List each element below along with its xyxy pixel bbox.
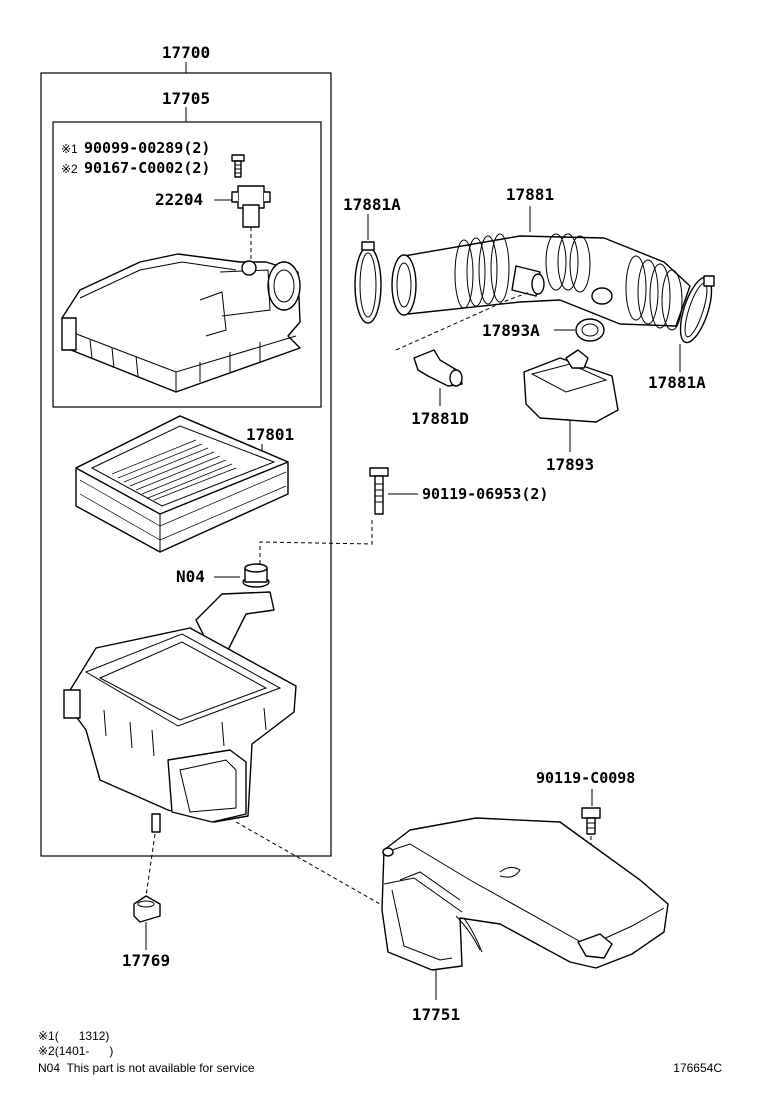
note-1: ※1( 1312) xyxy=(38,1029,109,1043)
resonator-part xyxy=(523,349,619,423)
figure-id: 176654C xyxy=(673,1061,722,1075)
label-17881A-left: 17881A xyxy=(343,195,401,214)
sensor-part xyxy=(231,185,271,228)
grommet-part xyxy=(133,895,161,923)
label-22204: 22204 xyxy=(155,190,203,209)
note-2: ※2(1401- ) xyxy=(38,1044,113,1058)
label-17881: 17881 xyxy=(506,185,554,204)
label-n04: N04 xyxy=(176,567,205,586)
inlet-duct xyxy=(381,817,669,971)
label-17881A-right: 17881A xyxy=(648,373,706,392)
label-17700: 17700 xyxy=(162,43,210,62)
label-17801: 17801 xyxy=(246,425,294,444)
note-3: N04 This part is not available for servi… xyxy=(38,1061,255,1075)
label-17769: 17769 xyxy=(122,951,170,970)
bolt-2-part xyxy=(581,807,601,835)
mark-1: ※1 xyxy=(61,142,78,156)
label-17881D: 17881D xyxy=(411,409,469,428)
screw-part xyxy=(231,154,245,178)
hose-joint xyxy=(413,349,463,387)
n04-grommet xyxy=(242,563,270,588)
cleaner-cap-part xyxy=(61,253,301,393)
clamp-right xyxy=(679,275,715,344)
intake-hose xyxy=(391,233,691,331)
air-filter-element xyxy=(75,415,289,553)
mark-2: ※2 xyxy=(61,162,78,176)
clamp-left xyxy=(354,241,382,324)
small-clamp xyxy=(575,318,605,342)
label-screw-1: 90099-00289(2) xyxy=(84,139,210,157)
label-17893A: 17893A xyxy=(482,321,540,340)
label-17751: 17751 xyxy=(412,1005,460,1024)
bolt-part xyxy=(369,467,389,515)
subassy-frame-17705 xyxy=(52,121,322,408)
label-bolt-2: 90119-C0098 xyxy=(536,769,635,787)
label-bolt: 90119-06953(2) xyxy=(422,485,548,503)
label-screw-2: 90167-C0002(2) xyxy=(84,159,210,177)
label-17893: 17893 xyxy=(546,455,594,474)
label-17705: 17705 xyxy=(162,89,210,108)
air-cleaner-case xyxy=(63,591,297,833)
